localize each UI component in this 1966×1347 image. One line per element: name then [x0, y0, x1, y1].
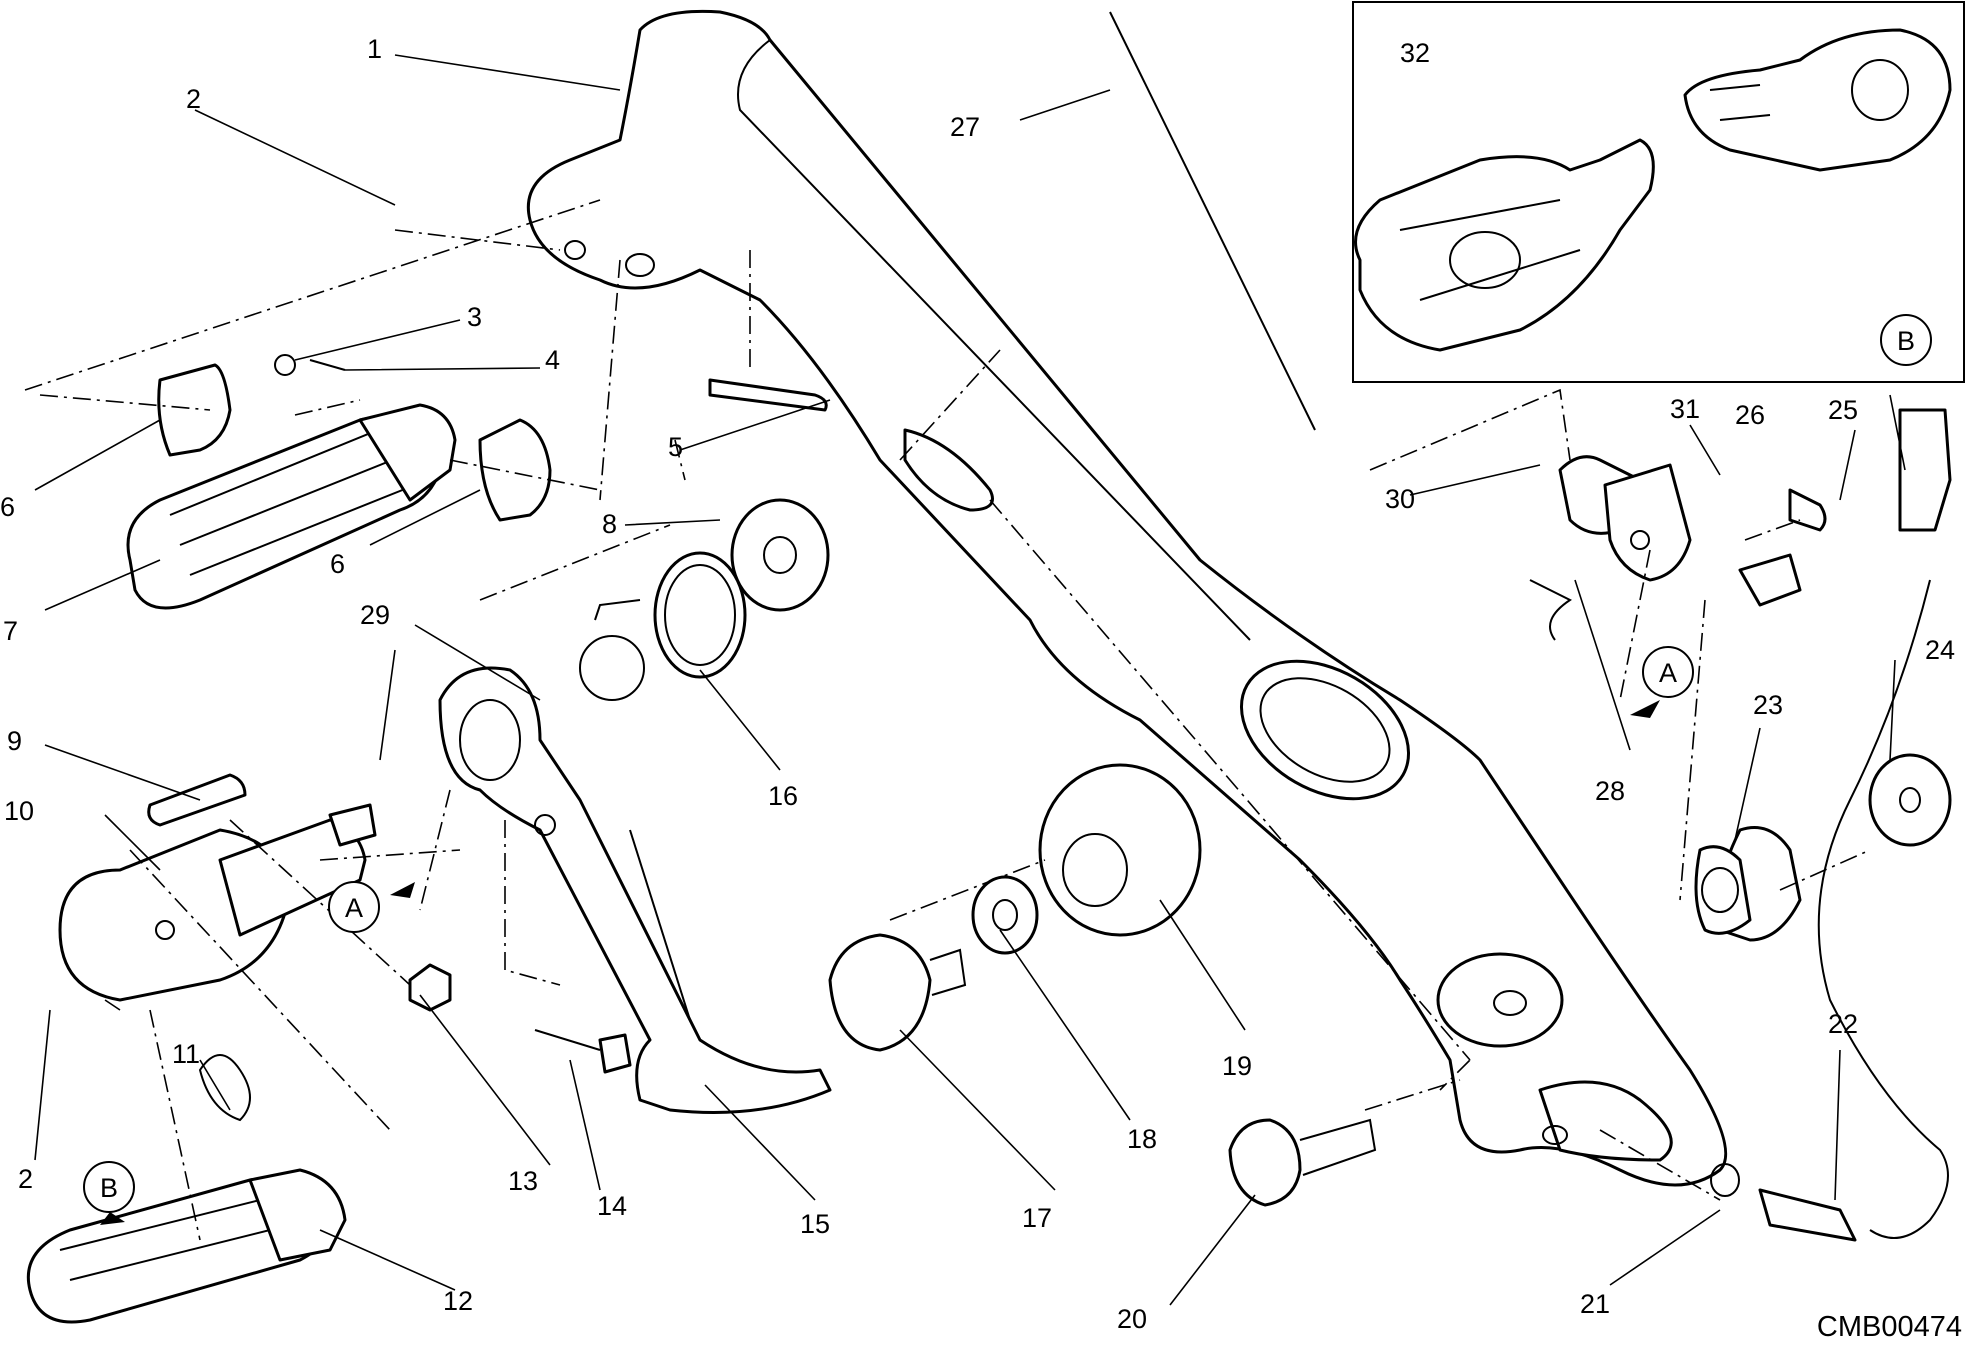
view-marker-a-right: A: [1659, 658, 1677, 688]
return-spring: [579, 498, 830, 701]
callout-7: 7: [3, 616, 18, 646]
view-marker-b-inset: B: [1897, 326, 1915, 356]
callout-25: 25: [1828, 395, 1858, 425]
pivot-shaft: [58, 803, 377, 1002]
callout-22: 22: [1828, 1009, 1858, 1039]
view-marker-circles: [83, 646, 1694, 1225]
callout-6b: 6: [330, 549, 345, 579]
callout-6a: 6: [0, 492, 15, 522]
callout-14: 14: [597, 1191, 627, 1221]
callout-30: 30: [1385, 484, 1415, 514]
fasteners: [147, 11, 1377, 1207]
callout-20: 20: [1117, 1304, 1147, 1334]
callout-5: 5: [668, 432, 683, 462]
callout-27: 27: [950, 112, 980, 142]
callout-8: 8: [602, 509, 617, 539]
callout-1: 1: [367, 34, 382, 64]
callout-12: 12: [443, 1286, 473, 1316]
footpeg-bracket: [526, 9, 1728, 1187]
view-marker-b-left: B: [100, 1173, 118, 1203]
callout-4: 4: [545, 345, 560, 375]
brake-lever: [438, 666, 832, 1114]
callout-23: 23: [1753, 690, 1783, 720]
callout-32: 32: [1400, 38, 1430, 68]
callout-24: 24: [1925, 635, 1955, 665]
callout-26: 26: [1735, 400, 1765, 430]
callout-2b: 2: [18, 1164, 33, 1194]
footpeg-lower: [26, 1054, 347, 1324]
callout-29: 29: [360, 600, 390, 630]
callout-9: 9: [7, 726, 22, 756]
callout-16: 16: [768, 781, 798, 811]
callout-28: 28: [1595, 776, 1625, 806]
callout-17: 17: [1022, 1203, 1052, 1233]
callout-19: 19: [1222, 1051, 1252, 1081]
callout-2: 2: [186, 84, 201, 114]
callout-21: 21: [1580, 1289, 1610, 1319]
callout-labels: 1 2 3 4 5 6 6 7 8 9 10 11 2 12 13 14 15 …: [0, 34, 1962, 1343]
drawing-code: CMB00474: [1817, 1311, 1962, 1343]
inset-view-b: [1352, 1, 1965, 383]
callout-11: 11: [172, 1039, 200, 1069]
callout-3: 3: [467, 302, 482, 332]
callout-13: 13: [508, 1166, 538, 1196]
callout-10: 10: [4, 796, 34, 826]
callout-15: 15: [800, 1209, 830, 1239]
switch-assembly: [1529, 408, 1952, 1242]
footpeg-rubber: [126, 354, 552, 610]
callout-18: 18: [1127, 1124, 1157, 1154]
callout-31: 31: [1670, 394, 1700, 424]
view-marker-a-left: A: [345, 893, 363, 923]
leader-lines: [24, 44, 1906, 1306]
